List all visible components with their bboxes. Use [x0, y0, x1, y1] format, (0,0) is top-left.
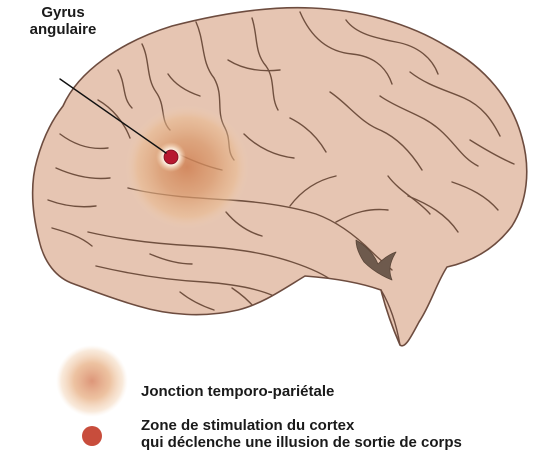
legend-zone-line-1: Zone de stimulation du cortex: [141, 417, 462, 434]
legend-label-zone: Zone de stimulation du cortex qui déclen…: [141, 417, 462, 451]
callout-label-gyrus: Gyrus angulaire: [8, 4, 118, 38]
legend-halo-swatch: [56, 345, 128, 417]
legend-dot-swatch: [82, 426, 102, 446]
legend-tpj-text: Jonction temporo-pariétale: [141, 383, 334, 400]
callout-line-1: Gyrus: [8, 4, 118, 21]
temporo-parietal-halo: [125, 105, 249, 229]
stimulation-dot: [164, 150, 178, 164]
legend-zone-line-2: qui déclenche une illusion de sortie de …: [141, 434, 462, 451]
legend-label-tpj: Jonction temporo-pariétale: [141, 383, 334, 400]
callout-line-2: angulaire: [8, 21, 118, 38]
brain-outline: [33, 8, 527, 346]
